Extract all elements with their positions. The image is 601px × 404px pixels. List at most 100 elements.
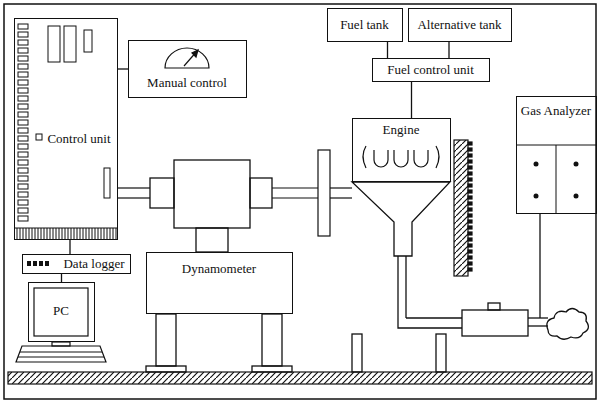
- control-slot: [18, 104, 28, 109]
- connector-pin: [68, 228, 69, 240]
- connection-line: [387, 42, 388, 58]
- engine-box: Engine: [352, 118, 451, 182]
- engine-crankcase: [352, 334, 362, 372]
- exhaust-system: [398, 318, 462, 328]
- node-label: Data logger: [59, 256, 129, 271]
- outer-frame: [4, 4, 596, 399]
- gear-tooth: [468, 184, 472, 187]
- gear-tooth: [468, 262, 472, 265]
- exhaust-system: [397, 256, 398, 318]
- control-unit-panel: [64, 26, 76, 62]
- ground: [8, 372, 592, 384]
- exhaust-system: [406, 317, 462, 318]
- control-slot: [18, 192, 28, 197]
- dynamometer-body: [252, 366, 292, 372]
- connector-pin: [41, 228, 42, 240]
- connection-line: [61, 274, 62, 282]
- gear-tooth: [468, 142, 472, 145]
- gear-tooth: [468, 196, 472, 199]
- drive-shaft: [330, 197, 352, 198]
- connector-pin: [95, 228, 96, 240]
- control-slot: [18, 128, 28, 133]
- analyzer-panel-lines: [516, 145, 596, 214]
- data-logger-leds: [27, 261, 31, 266]
- exhaust-system: [398, 214, 588, 339]
- analyzer-indicators: [574, 162, 579, 167]
- exhaust-system: [528, 325, 548, 326]
- data-logger-leds: [33, 261, 37, 266]
- connector-pin: [29, 228, 30, 240]
- connector-pin: [92, 228, 93, 240]
- gear-tooth: [468, 220, 472, 223]
- connector-pin: [101, 228, 102, 240]
- control-slot: [18, 80, 28, 85]
- pc-monitor: [20, 351, 102, 352]
- dynamometer-body: [174, 160, 250, 228]
- gauge-icon: [165, 48, 209, 68]
- connector-pin: [35, 228, 36, 240]
- control-unit-panel: [14, 24, 118, 240]
- gear-tooth: [468, 148, 472, 151]
- exhaust-system: [539, 214, 540, 318]
- pc-monitor: PC: [28, 282, 95, 342]
- connector-pin: [74, 228, 75, 240]
- drive-shaft: [330, 187, 352, 188]
- control-box: Fuel control unit: [372, 58, 490, 82]
- dynamometer-body: [146, 160, 292, 372]
- connector-pin: [116, 228, 117, 240]
- pc-monitor: [16, 346, 106, 362]
- engine-cylinders: [414, 150, 428, 167]
- connector-pin: [83, 228, 84, 240]
- control-unit-panel: [14, 228, 118, 229]
- connector-pin: [110, 228, 111, 240]
- gear-teeth: [468, 142, 472, 271]
- control-slot: [18, 24, 28, 29]
- node-label: Engine: [353, 122, 449, 137]
- dynamometer-body: [250, 178, 272, 208]
- outer-frame: [4, 4, 596, 399]
- analyzer-indicators: [574, 194, 579, 199]
- analyzer-box: Gas Analyzer: [516, 96, 597, 214]
- exhaust-system: [405, 256, 406, 318]
- engine-crankcase: [436, 334, 446, 372]
- control-slot: [18, 40, 28, 45]
- connector-pin: [38, 228, 39, 240]
- dynamometer-body: [262, 314, 282, 366]
- gear-tooth: [468, 190, 472, 193]
- drive-shaft: [118, 187, 150, 188]
- drive-shaft: [272, 187, 318, 188]
- exhaust-system: [547, 309, 589, 340]
- control-slot: [18, 64, 28, 69]
- gear-tooth: [468, 154, 472, 157]
- connection-line: [411, 82, 412, 118]
- gauge-icon: [165, 48, 209, 68]
- gear-tooth: [468, 214, 472, 217]
- drive-shaft: [318, 150, 330, 236]
- gear-tooth: [468, 256, 472, 259]
- control-unit-panel: [36, 134, 42, 140]
- exhaust-system: [462, 310, 528, 336]
- control-slot: [18, 88, 28, 93]
- gear-tooth: [468, 208, 472, 211]
- node-label: Manual control: [129, 75, 245, 90]
- control-slot: [18, 56, 28, 61]
- gauge-icon: [192, 50, 198, 57]
- connection-line: [118, 68, 128, 69]
- control-slot: [18, 136, 28, 141]
- connector-pin: [98, 228, 99, 240]
- connection-line: [448, 42, 449, 58]
- control-slot: [18, 152, 28, 157]
- engine-cylinders: [436, 146, 439, 168]
- control-slot: [18, 200, 28, 205]
- connector-pin: [65, 228, 66, 240]
- engine-cylinders: [363, 146, 366, 168]
- connector-pin: [53, 228, 54, 240]
- connector-pin: [17, 228, 18, 240]
- exhaust-system: [488, 303, 500, 310]
- connector-strip: [17, 228, 116, 240]
- control-unit-panel: [48, 26, 60, 62]
- node-label: Fuel control unit: [373, 62, 488, 77]
